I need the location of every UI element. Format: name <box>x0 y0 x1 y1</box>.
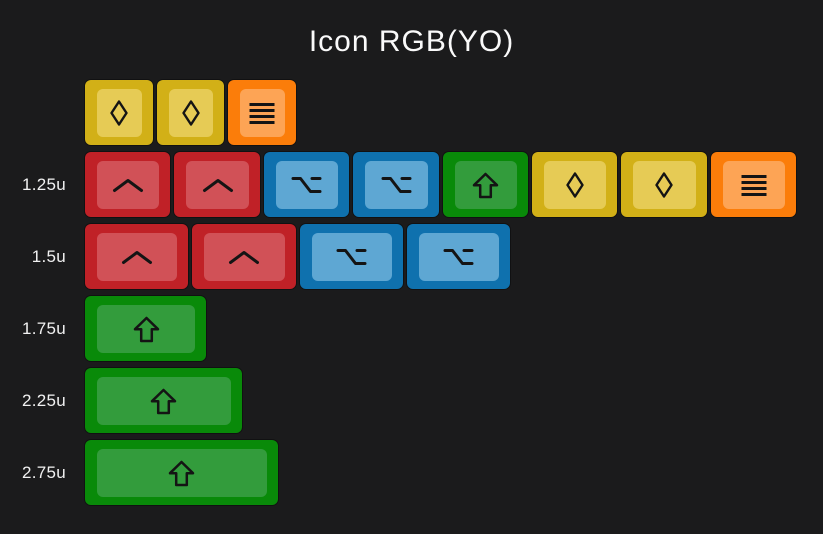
keycap-shift-green[interactable] <box>85 296 207 361</box>
keycap-control-red[interactable] <box>85 152 171 217</box>
page-title: Icon RGB(YO) <box>308 25 515 58</box>
row-label-1.5u: 1.5u <box>31 246 66 266</box>
keycap-top-surface <box>543 161 607 209</box>
keycap-option-blue[interactable] <box>299 224 403 289</box>
control-caret-icon <box>113 178 144 192</box>
keycap-top-surface <box>722 161 785 209</box>
keycap-top-surface <box>240 89 285 137</box>
diamond-icon <box>655 172 674 198</box>
keycap-shift-green[interactable] <box>442 152 528 217</box>
keycap-option-blue[interactable] <box>263 152 350 217</box>
menu-icon <box>249 102 275 124</box>
keycap-top-surface <box>454 161 517 209</box>
keycap-diamond-yellow[interactable] <box>531 152 618 217</box>
keycap-top-surface <box>633 161 696 209</box>
keycap-top-surface <box>275 161 339 209</box>
keycap-diamond-yellow[interactable] <box>156 80 224 145</box>
keycap-top-surface <box>97 377 231 425</box>
keycap-diamond-yellow[interactable] <box>85 80 153 145</box>
diamond-icon <box>110 100 128 126</box>
keycap-control-red[interactable] <box>85 224 189 289</box>
keycap-shift-green[interactable] <box>85 368 242 433</box>
control-caret-icon <box>202 178 233 192</box>
control-caret-icon <box>229 250 260 264</box>
row-label-2.75u: 2.75u <box>21 462 66 482</box>
shift-arrow-icon <box>151 388 177 414</box>
shift-arrow-icon <box>169 460 195 486</box>
option-icon <box>291 177 322 193</box>
keycap-menu-orange[interactable] <box>228 80 296 145</box>
diamond-icon <box>182 100 200 126</box>
keycap-option-blue[interactable] <box>353 152 439 217</box>
keycap-top-surface <box>168 89 213 137</box>
keycap-top-surface <box>97 233 178 281</box>
keycap-top-surface <box>97 305 196 353</box>
row-label-2.25u: 2.25u <box>21 390 66 410</box>
option-icon <box>381 177 412 193</box>
option-icon <box>336 249 367 265</box>
keycap-diamond-yellow[interactable] <box>621 152 707 217</box>
keycap-top-surface <box>418 233 499 281</box>
control-caret-icon <box>122 250 153 264</box>
shift-arrow-icon <box>472 172 499 198</box>
keycap-shift-green[interactable] <box>85 440 278 505</box>
diamond-icon <box>566 172 584 198</box>
menu-icon <box>741 174 767 196</box>
keycap-menu-orange[interactable] <box>710 152 796 217</box>
option-icon <box>443 249 474 265</box>
keycap-top-surface <box>204 233 285 281</box>
keycap-top-surface <box>97 89 142 137</box>
keycap-top-surface <box>97 449 267 497</box>
row-label-1.25u: 1.25u <box>21 174 66 194</box>
keycap-option-blue[interactable] <box>406 224 510 289</box>
keycap-control-red[interactable] <box>174 152 260 217</box>
keycap-top-surface <box>365 161 428 209</box>
keycap-top-surface <box>186 161 249 209</box>
row-label-1.75u: 1.75u <box>21 318 66 338</box>
shift-arrow-icon <box>133 316 159 342</box>
keycap-control-red[interactable] <box>192 224 296 289</box>
keycap-top-surface <box>97 161 160 209</box>
keycap-top-surface <box>311 233 392 281</box>
